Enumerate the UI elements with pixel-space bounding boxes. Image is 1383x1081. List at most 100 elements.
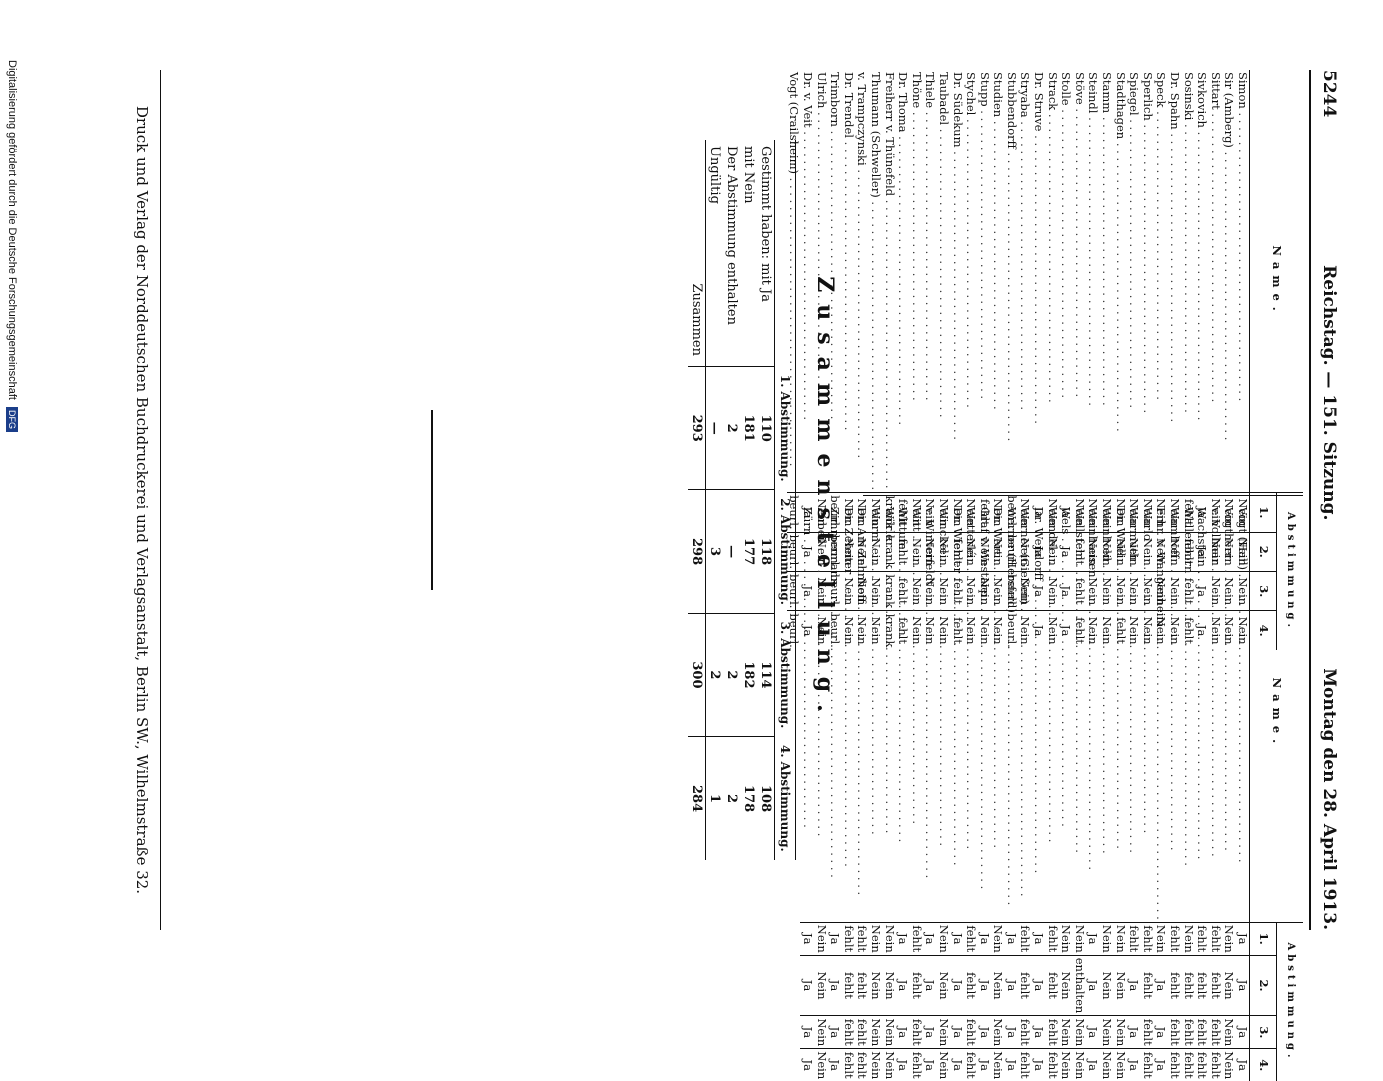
vote-cell: Nein [881,955,897,1016]
vote-cell: fehlt [854,955,869,1016]
member-name: Wittum . . . . . . . . . . . . . . . . .… [895,505,910,923]
vote-cell: Nein [936,955,951,1016]
vote-cell: Nein [1221,922,1236,956]
member-name-text: Wendel [1045,507,1059,550]
member-name-text: Wamhoff [1168,507,1182,559]
leader-dots: . . . . . . . . . . . . . . . . . . . . … [1113,556,1127,849]
leader-dots: . . . . . . . . . . . . . . . . . . . . … [1004,148,1018,442]
member-name: Wallenborn . . . . . . . . . . . . . . .… [1181,505,1195,923]
closing-rule [431,410,433,590]
table-row: Warmuth . . . . . . . . . . . . . . . . … [1126,505,1141,1081]
member-name: Wachstein . . . . . . . . . . . . . . . … [1194,505,1209,923]
member-name-text: Dr. Wendorff [1032,507,1046,581]
vote-cell: Nein [881,922,897,956]
member-name: Wurm . . . . . . . . . . . . . . . . . .… [868,505,882,923]
member-name: Speck . . . . . . . . . . . . . . . . . … [1153,70,1168,493]
summary-value: 108 [757,736,775,860]
member-name: Wellstein . . . . . . . . . . . . . . . … [1072,505,1086,923]
member-name-text: Taubadel [936,72,950,126]
table-row: Dr. Zehnter . . . . . . . . . . . . . . … [841,505,856,1081]
member-name: Stolle . . . . . . . . . . . . . . . . .… [1058,70,1073,493]
vote-cell: Ja [1235,922,1250,956]
vote-cell: Ja [1126,1015,1141,1049]
dfg-logo: DFG [6,407,18,433]
summary-total-value: 298 [688,489,706,614]
member-name-text: Warmuth [1127,507,1141,561]
member-name-text: Simon [1236,72,1250,109]
vote-cell: Nein [868,1051,883,1080]
vote-cell: fehlt [1208,1015,1223,1049]
summary-row-label: Der Abstimmung enthalten [724,146,739,325]
table-row: Vogt (Hall) . . . . . . . . . . . . . . … [1235,505,1250,1081]
member-name: Sivkovich . . . . . . . . . . . . . . . … [1194,70,1209,493]
vote-cell: fehlt [1208,955,1223,1016]
member-name-text: v. Vollmar [1208,507,1222,565]
vote-cell: Nein [1113,1015,1128,1049]
footer-rule [160,70,161,930]
leader-dots: . . . . . . . . . . . . . . . . . . . . … [896,132,910,425]
table-row: Winckel . . . . . . . . . . . . . . . . … [936,505,951,1081]
member-name-text: Dr. Thoma [896,72,910,133]
leader-dots: . . . . . . . . . . . . . . . . . . . . … [1032,580,1046,874]
summary-row-label: Ungültig [707,146,722,204]
member-name-text: Wörle [882,507,896,541]
leader-dots: . . . . . . . . . . . . . . . . . . . . … [1154,627,1168,920]
vote-cell: fehlt [909,1015,924,1049]
member-name: v. Trampczynski . . . . . . . . . . . . … [854,70,869,493]
member-name-text: Stöve [1072,72,1086,105]
vote-cell: Nein [1058,922,1073,956]
leader-dots: . . . . . . . . . . . . . . . . . . . . … [909,108,923,401]
vote-column-header: 1. [1249,922,1277,956]
leader-dots: . . . . . . . . . . . . . . . . . . . . … [1045,549,1059,843]
member-name: Stubbendorff . . . . . . . . . . . . . .… [1004,70,1018,493]
member-name: Dr. Thoma . . . . . . . . . . . . . . . … [895,70,910,493]
member-name-text: Dr. Weill [1113,507,1127,557]
vote-cell: Ja [922,1015,937,1049]
vote-cell: fehlt [1017,922,1033,956]
vote-cell: Ja [1031,1015,1046,1049]
vote-cell: fehlt [841,922,856,956]
column-separator [863,495,1303,496]
vote-cell: fehlt [909,1051,924,1079]
vote-cell: Nein [814,1051,829,1080]
member-name: Steindl . . . . . . . . . . . . . . . . … [1085,70,1100,493]
vote-cell: fehlt [1017,1015,1033,1049]
member-name: Vogt (Hall) . . . . . . . . . . . . . . … [1235,505,1250,923]
vote-cell: Nein [868,955,883,1016]
vote-cell: fehlt [1181,1015,1196,1049]
vote-cell: fehlt [1045,955,1060,1016]
table-row: Witt . . . . . . . . . . . . . . . . . .… [909,505,924,1081]
vote-cell: Ja [1031,922,1046,956]
member-name: Dr. Struve . . . . . . . . . . . . . . .… [1031,70,1046,493]
table-row: Wurm . . . . . . . . . . . . . . . . . .… [868,505,883,1081]
vote-cell: Ja [1085,922,1100,956]
vote-cell: Ja [1004,1059,1019,1071]
vote-cell: fehlt [841,1015,856,1049]
member-name-text: Wittum [896,507,910,550]
summary-section: Zusammenstellung. 1. Abstimmung.2. Absti… [688,140,838,860]
table-row: Weinhold . . . . . . . . . . . . . . . .… [1099,505,1114,1081]
member-name-text: Stupp [977,72,991,107]
table-row: Dr. Weill . . . . . . . . . . . . . . . … [1113,505,1128,1081]
member-name: Stöve . . . . . . . . . . . . . . . . . … [1072,70,1086,493]
summary-total-value: 300 [688,613,706,737]
vote-cell: Nein [991,1051,1006,1080]
summary-row-label: mit Nein [741,146,756,204]
vote-cell: Nein [936,922,951,956]
leader-dots: . . . . . . . . . . . . . . . . . . . . … [841,574,855,867]
vote-cell: fehlt [1167,955,1182,1016]
summary-value: 2 [723,366,740,490]
member-name: Sosinski . . . . . . . . . . . . . . . .… [1181,70,1195,493]
vote-cell: Nein [1099,922,1114,956]
vote-cell: Ja [923,1059,938,1071]
summary-value: — [723,489,740,614]
member-name: v. Winterfeldt . . . . . . . . . . . . .… [922,505,937,923]
leader-dots: . . . . . . . . . . . . . . . . . . . . … [991,555,1005,849]
vote-table-right: Name.Abstimmung.1.2.3.4.Vogt (Hall) . . … [800,505,1303,1081]
member-name: Dr. Weill . . . . . . . . . . . . . . . … [1113,505,1127,923]
summary-value: 2 [705,613,723,737]
vote-cell: Ja [828,1059,843,1071]
